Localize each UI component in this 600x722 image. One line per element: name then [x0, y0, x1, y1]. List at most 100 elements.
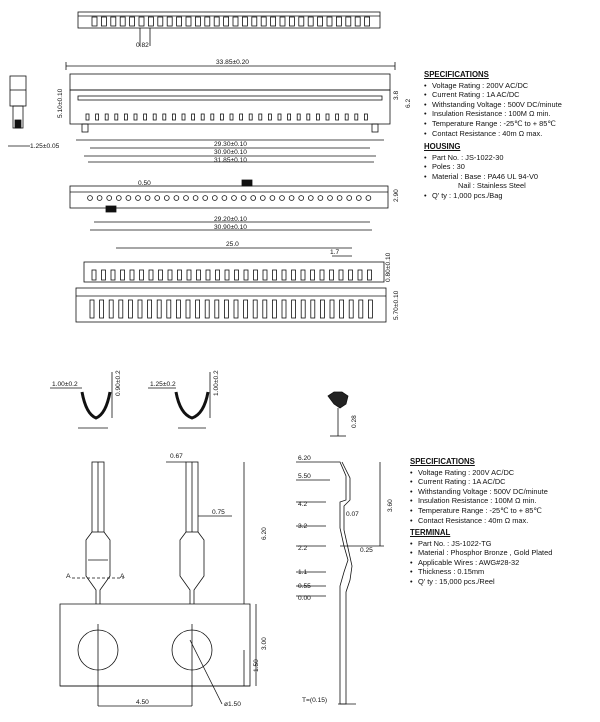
pole-dot: [307, 195, 314, 201]
pole-pin: [262, 299, 268, 319]
pole-dot: [125, 195, 132, 201]
pole-slot: [357, 269, 363, 281]
pole-slot: [95, 113, 99, 121]
pole-pin: [281, 299, 287, 319]
spec-line: Insulation Resistance : 100M Ω min.: [410, 496, 548, 506]
pole-dot: [240, 195, 247, 201]
pole-pin: [185, 299, 191, 319]
pole-pin: [89, 299, 95, 319]
pole-pin: [271, 299, 277, 319]
dim-33-85: 33.85±0.20: [216, 59, 249, 66]
pole-dot: [173, 195, 180, 201]
dim-t-3-00: 3.00: [261, 637, 268, 650]
spec-line: Contact Resistance : 40m Ω max.: [424, 129, 562, 139]
pole-slot: [196, 269, 201, 281]
pole-dot: [87, 195, 93, 201]
pole-dot: [269, 195, 276, 201]
pole-tooth: [157, 16, 164, 27]
pole-dot: [96, 195, 103, 201]
pole-tooth: [129, 16, 136, 27]
housing-heading: HOUSING: [424, 142, 461, 151]
pole-slot: [229, 113, 234, 121]
pole-dot: [212, 195, 218, 201]
contact-section-b: [148, 372, 211, 429]
pole-slot: [262, 269, 268, 281]
pole-slot: [219, 113, 224, 121]
pole-dot: [288, 195, 295, 201]
dim-s-0-00: 0.00: [298, 595, 311, 602]
pole-slot: [291, 269, 296, 281]
terminal-left: [72, 461, 124, 604]
pole-tooth: [147, 16, 154, 27]
dim-2-90: 2.90: [393, 189, 400, 202]
carrier-strip: [59, 603, 257, 707]
pole-slot: [319, 269, 325, 281]
pole-slot: [186, 269, 192, 281]
pole-dot: [231, 195, 237, 201]
dim-s-0-07: 0.07: [346, 511, 359, 518]
spec-line: Voltage Rating : 200V AC/DC: [410, 468, 548, 478]
pole-dot: [317, 195, 324, 201]
pole-dot: [221, 195, 228, 201]
pole-tooth: [354, 16, 361, 27]
spec-line: Contact Resistance : 40m Ω max.: [410, 516, 548, 526]
pole-dot: [259, 195, 266, 201]
housing-top-view: [69, 179, 389, 231]
dim-25-0: 25.0: [226, 241, 239, 248]
dim-29-20: 29.20±0.10: [214, 216, 247, 223]
pole-tooth: [345, 16, 352, 27]
pole-slot: [234, 269, 239, 281]
pole-slot: [85, 113, 90, 121]
dim-c-1-25: 1.25±0.2: [150, 381, 176, 388]
dim-3-8: 3.8: [393, 91, 400, 100]
pole-dot: [250, 195, 257, 201]
pole-slot: [287, 113, 292, 121]
pole-slot: [306, 113, 311, 121]
pole-tooth: [326, 16, 333, 27]
info-line: Poles : 30: [424, 162, 538, 172]
pole-tooth: [335, 16, 342, 27]
dim-1-7: 1.7: [330, 249, 339, 256]
pole-pin: [166, 299, 172, 319]
pole-slot: [124, 113, 128, 121]
pole-dot: [346, 195, 353, 201]
section-mark-a-right: A: [120, 573, 125, 580]
info-line: Part No. : JS-1022-TG: [410, 539, 552, 549]
pole-slot: [133, 113, 138, 121]
dim-s-0-15: T=(0.15): [302, 697, 327, 704]
pole-tooth: [138, 16, 145, 27]
info-line: Material : Phosphor Bronze , Gold Plated: [410, 548, 552, 558]
pole-pin: [348, 299, 354, 319]
pole-slot: [120, 269, 125, 281]
pole-slot: [325, 113, 330, 121]
pole-slot: [253, 269, 258, 281]
pole-pin: [147, 299, 153, 319]
info-line-cont: Nail : Stainless Steel: [458, 181, 526, 191]
dim-s-5-50: 5.50: [298, 473, 311, 480]
pole-pin: [310, 299, 316, 319]
contact-section-a: [50, 372, 113, 429]
pole-pin: [204, 299, 210, 319]
terminal-side-view: [296, 461, 384, 705]
info-line: Applicable Wires : AWG#28-32: [410, 558, 552, 568]
pole-slot: [281, 269, 287, 281]
pole-tooth: [241, 16, 248, 27]
pole-tooth: [101, 16, 107, 27]
pole-slot: [171, 113, 176, 121]
dim-c-1-00: 1.00±0.2: [52, 381, 78, 388]
spec-line: Current Rating : 1A AC/DC: [410, 477, 548, 487]
pole-dot: [164, 195, 170, 201]
pole-slot: [338, 269, 344, 281]
housing-info-block: HOUSING Part No. : JS-1022-30 Poles : 30…: [424, 142, 538, 201]
pole-slot: [277, 113, 282, 121]
housing-spec-heading: SPECIFICATIONS: [424, 70, 489, 79]
pole-slot: [167, 269, 173, 281]
pole-slot: [335, 113, 340, 121]
dim-t-0-67: 0.67: [170, 453, 183, 460]
dim-30-90-a: 30.90±0.10: [214, 149, 247, 156]
pole-pin: [108, 299, 114, 319]
pole-pin: [243, 299, 249, 319]
pole-slot: [148, 269, 154, 281]
pole-pin: [99, 299, 104, 319]
spec-line: Withstanding Voltage : 500V DC/minute: [424, 100, 562, 110]
